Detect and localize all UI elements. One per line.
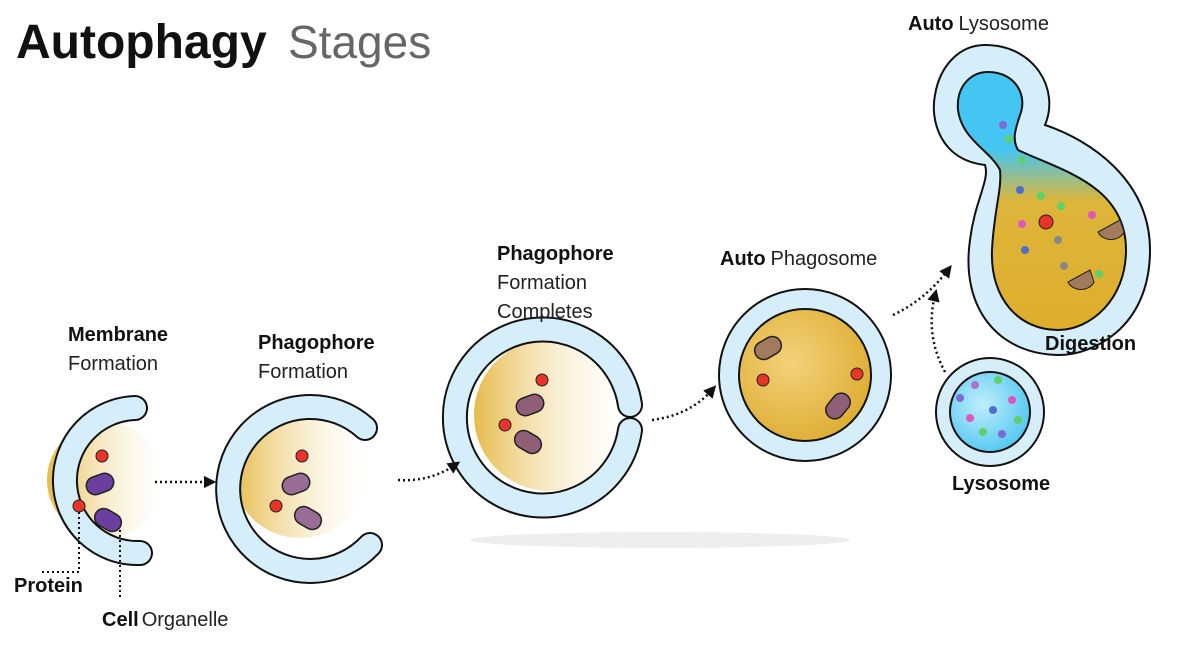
stage-phagophore-formation	[215, 393, 383, 584]
label-membrane: Membrane	[68, 324, 168, 346]
title: Autophagy Stages	[16, 16, 431, 69]
protein-icon	[850, 367, 864, 381]
protein-icon	[72, 499, 86, 513]
label-lysosome: Lysosome	[952, 473, 1050, 495]
protein-icon	[535, 373, 549, 387]
stage-membrane-formation	[40, 395, 163, 600]
auto-lysosome	[932, 43, 1152, 357]
arrow-icon	[892, 265, 952, 317]
stage-phagophore-completes	[441, 316, 643, 519]
label-formation-2: Formation	[497, 272, 587, 294]
label-protein: Protein	[14, 575, 83, 597]
label-phagophore-formation: Formation	[258, 361, 348, 383]
stage-auto-phagosome	[718, 288, 892, 462]
protein-icon	[269, 499, 283, 513]
shadow	[470, 532, 850, 548]
label-digestion: Digestion	[1045, 333, 1136, 355]
protein-icon	[498, 418, 512, 432]
protein-icon	[756, 373, 770, 387]
protein-icon	[95, 449, 109, 463]
lysosome	[935, 357, 1045, 467]
arrow-icon	[927, 288, 947, 373]
protein-icon	[295, 449, 309, 463]
label-completes: Completes	[497, 301, 593, 323]
label-phagophore: Phagophore	[258, 332, 375, 354]
label-phagophore-2: Phagophore	[497, 243, 614, 265]
arrow-icon	[651, 385, 717, 422]
arrow-icon	[397, 461, 461, 482]
label-membrane-formation: Formation	[68, 353, 158, 375]
